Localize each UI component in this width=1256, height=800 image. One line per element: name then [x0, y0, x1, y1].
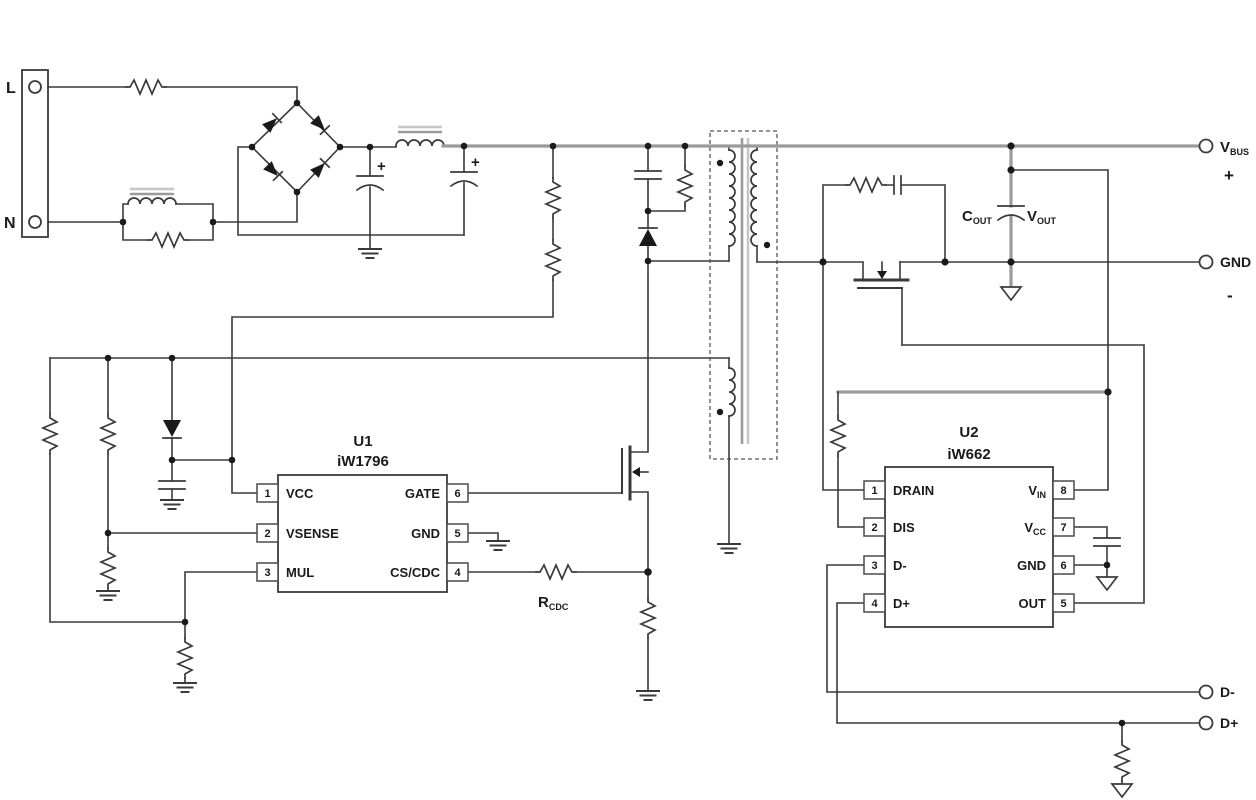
u1-pin3-num: 3 [264, 567, 270, 579]
u2-pin2-num: 2 [871, 522, 877, 534]
u1-pin5-num: 5 [454, 528, 460, 540]
label-rcdc: RCDC [538, 594, 569, 612]
u1-part: iW1796 [337, 453, 389, 470]
chip-u1: U1 iW1796 1 2 3 6 5 4 VCC VSENSE MUL GAT… [256, 433, 469, 593]
u1-pin6-num: 6 [454, 488, 460, 500]
u2-part: iW662 [947, 446, 990, 463]
u1-pin1-num: 1 [264, 488, 270, 500]
u1-ref: U1 [353, 433, 372, 450]
transformer [709, 130, 778, 554]
u1-pin4-num: 4 [454, 567, 461, 579]
label-gnd: GND [1220, 254, 1251, 270]
secondary-side-wires [441, 144, 1201, 798]
u1-pin2-num: 2 [264, 528, 270, 540]
u2-pin-dis: DIS [893, 520, 915, 535]
junction-dots [104, 99, 1126, 727]
label-cap2-plus: + [471, 154, 480, 171]
u2-pin6-num: 6 [1060, 560, 1066, 572]
u1-pin-vcc: VCC [286, 486, 314, 501]
terminal-vbus [1198, 138, 1214, 154]
u2-pin-dminus: D- [893, 558, 907, 573]
u2-pin7-num: 7 [1060, 522, 1066, 534]
label-dminus: D- [1220, 684, 1235, 700]
u2-pin-dplus: D+ [893, 596, 910, 611]
terminal-dplus [1198, 715, 1214, 731]
input-terminal-block: L N [4, 69, 49, 238]
primary-polarity-dot [716, 159, 724, 167]
u2-pin-drain: DRAIN [893, 483, 934, 498]
main-mosfet [621, 445, 649, 501]
label-vbus-plus: + [1224, 166, 1234, 185]
terminal-neutral [28, 215, 42, 229]
label-vbus: VBUS [1220, 139, 1249, 157]
u1-pin-cscdc: CS/CDC [390, 565, 440, 580]
u2-pin-vin: VIN [1028, 483, 1046, 500]
u2-pin1-num: 1 [871, 485, 877, 497]
component-labels: COUT VOUT RCDC + + [377, 154, 1057, 612]
label-dplus: D+ [1220, 715, 1238, 731]
u2-pin3-num: 3 [871, 560, 877, 572]
label-neutral: N [4, 215, 16, 232]
bridge-rectifier [250, 101, 342, 194]
label-cap1-plus: + [377, 158, 386, 175]
u1-pin-gnd: GND [411, 526, 440, 541]
primary-side-wires [40, 79, 730, 701]
u1-pin-gate: GATE [405, 486, 440, 501]
terminal-gnd [1198, 254, 1214, 270]
label-cout: COUT [962, 208, 992, 226]
u2-pin-out: OUT [1019, 596, 1047, 611]
label-gnd-minus: - [1227, 286, 1233, 305]
u1-pin-mul: MUL [286, 565, 314, 580]
u2-pin5-num: 5 [1060, 598, 1066, 610]
u2-ref: U2 [959, 424, 978, 441]
chip-u2: U2 iW662 1 2 3 4 8 7 6 5 DRAIN DIS D- D+… [863, 424, 1075, 628]
u2-pin8-num: 8 [1060, 485, 1066, 497]
sync-rect-mosfet [853, 261, 910, 346]
terminal-line [28, 80, 42, 94]
output-terminals: VBUS + GND - D- D+ [1198, 138, 1251, 731]
aux-polarity-dot [716, 408, 724, 416]
label-line: L [6, 80, 16, 97]
u2-pin-vcc: VCC [1024, 520, 1046, 537]
label-vout: VOUT [1027, 208, 1057, 226]
u2-pin4-num: 4 [871, 598, 878, 610]
terminal-dminus [1198, 684, 1214, 700]
secondary-polarity-dot [763, 241, 771, 249]
u1-pin-vsense: VSENSE [286, 526, 339, 541]
u2-pin-gnd: GND [1017, 558, 1046, 573]
